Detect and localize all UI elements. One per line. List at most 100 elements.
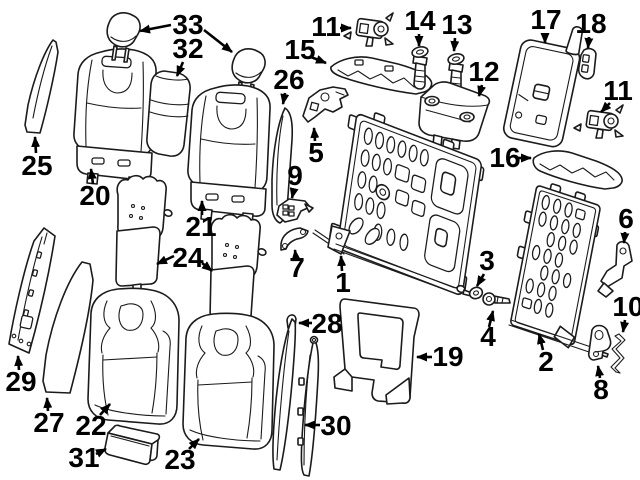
- callout-7: 7: [289, 249, 305, 283]
- callout-label: 31: [68, 442, 99, 473]
- callout-33: 33: [139, 9, 233, 54]
- callout-arrow: [595, 365, 605, 379]
- callout-label: 9: [287, 160, 303, 191]
- callout-label: 15: [284, 34, 315, 65]
- callout-label: 22: [75, 410, 106, 441]
- part-33-headrest: [106, 12, 141, 63]
- part-31-storage-box: [103, 424, 161, 466]
- callout-5: 5: [308, 127, 324, 168]
- callout-13: 13: [441, 9, 473, 52]
- callout-19: 19: [416, 341, 464, 372]
- callout-arrow: [99, 403, 111, 416]
- part-14-bolt: [411, 46, 429, 90]
- part-27-side-shield: [42, 261, 94, 394]
- callout-label: 12: [468, 56, 499, 87]
- callout-label: 17: [530, 4, 561, 35]
- callout-16: 16: [489, 142, 532, 173]
- callout-arrow: [310, 55, 327, 65]
- callout-1: 1: [335, 255, 351, 298]
- callout-arrow: [337, 255, 347, 272]
- part-8-latch: [587, 324, 612, 361]
- callout-29: 29: [5, 355, 37, 397]
- callout-label: 11: [603, 75, 633, 106]
- callout-arrow: [620, 319, 630, 333]
- callout-arrow: [188, 438, 200, 450]
- callout-label: 26: [273, 64, 304, 95]
- callout-31: 31: [68, 442, 107, 473]
- part-26-side-bolster-trim: [271, 107, 294, 224]
- callout-label: 4: [480, 321, 496, 352]
- callout-label: 27: [33, 407, 64, 438]
- part-24-seat-back-pad: [115, 174, 173, 293]
- callout-26: 26: [273, 64, 305, 105]
- callout-label: 3: [479, 245, 495, 276]
- callout-label: 20: [79, 180, 110, 211]
- callout-27: 27: [33, 397, 65, 438]
- callout-label: 6: [618, 203, 634, 234]
- part-19-center-trim-panel: [333, 298, 420, 405]
- callout-label: 29: [5, 366, 36, 397]
- callout-24: 24: [156, 242, 213, 273]
- callout-18: 18: [575, 8, 607, 49]
- callout-23: 23: [164, 438, 200, 475]
- callout-label: 1: [335, 267, 351, 298]
- callout-14: 14: [404, 5, 436, 47]
- callout-label: 33: [172, 9, 203, 40]
- callout-label: 23: [164, 444, 195, 475]
- part-11-latch-actuator: [343, 12, 394, 47]
- callout-25: 25: [21, 136, 53, 181]
- part-4-pivot-pin: [482, 292, 511, 306]
- callout-30: 30: [304, 410, 352, 441]
- part-10-spring-clip: [610, 333, 626, 374]
- callout-arrow: [291, 249, 301, 261]
- part-1-seat-back-frame: [327, 112, 485, 297]
- callout-arrow: [139, 23, 172, 34]
- callout-label: 10: [612, 291, 640, 322]
- part-29-pillar-trim: [8, 227, 56, 354]
- callout-label: 25: [21, 150, 52, 181]
- part-11-latch-actuator-right: [573, 104, 624, 139]
- callout-arrow: [600, 101, 612, 113]
- callout-label: 13: [441, 9, 472, 40]
- callout-label: 18: [575, 8, 606, 39]
- callout-10: 10: [612, 291, 640, 333]
- callout-21: 21: [185, 200, 217, 242]
- callout-arrow: [486, 310, 495, 328]
- part-17-seat-back-panel: [502, 26, 584, 148]
- callout-label: 8: [593, 374, 609, 405]
- callout-label: 19: [432, 341, 463, 372]
- part-16-upper-rail: [532, 150, 623, 190]
- callout-3: 3: [475, 245, 495, 287]
- part-22-seat-back-cushion: [87, 287, 180, 425]
- callout-arrow: [156, 254, 175, 266]
- part-30-trim-strip: [297, 335, 320, 477]
- callout-arrow: [175, 61, 186, 77]
- callout-label: 14: [404, 5, 436, 36]
- callout-arrow: [537, 333, 546, 351]
- callout-arrow: [95, 447, 107, 458]
- callout-4: 4: [480, 310, 496, 352]
- callout-22: 22: [75, 403, 111, 441]
- callout-28: 28: [298, 308, 343, 339]
- callout-2: 2: [537, 333, 554, 377]
- part-12-bracket-box: [418, 81, 491, 150]
- callout-label: 16: [489, 142, 520, 173]
- part-6-bracket: [597, 240, 633, 298]
- part-9-guide-bracket: [276, 198, 314, 223]
- callout-20: 20: [79, 168, 111, 211]
- callout-arrow: [201, 261, 213, 273]
- callout-15: 15: [284, 34, 327, 65]
- part-5-bracket: [302, 86, 349, 123]
- callout-arrow: [620, 231, 630, 244]
- callout-arrow: [450, 37, 460, 52]
- callout-label: 11: [311, 11, 341, 42]
- part-7-hook-bracket: [280, 227, 309, 251]
- callout-label: 7: [289, 252, 305, 283]
- part-2-seat-back-frame: [508, 183, 609, 358]
- callout-arrow: [14, 355, 24, 371]
- callout-32: 32: [172, 33, 204, 77]
- part-21-seat-back-cover: [187, 84, 271, 225]
